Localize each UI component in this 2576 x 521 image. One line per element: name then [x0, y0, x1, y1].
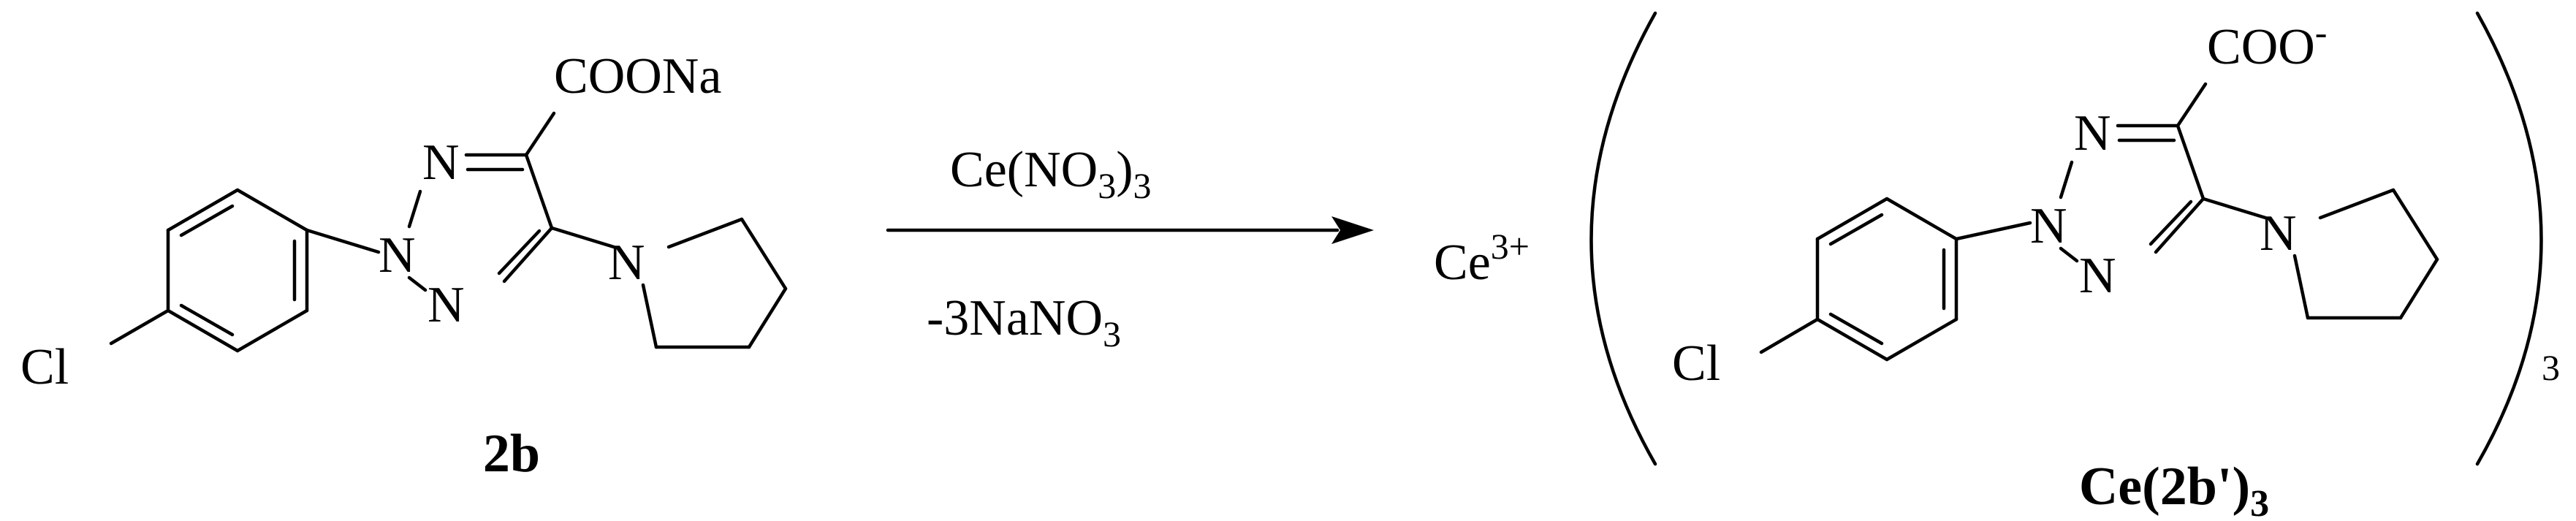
product-pyrrolidine-n: N [2260, 205, 2297, 262]
product-triazole-n1: N [2074, 105, 2111, 161]
product-carboxylate-label: COO- [2207, 12, 2327, 75]
reaction-arrowhead [1331, 216, 1374, 244]
product-bonds [1759, 82, 2439, 362]
product-chlorine: Cl [1672, 335, 1720, 392]
product-cerium-cation: Ce3+ [1434, 226, 1530, 291]
reactant-triazole-n2: N [379, 227, 416, 284]
product-triazole-n2: N [2030, 198, 2067, 254]
reactant-triazole-n3: N [428, 277, 465, 333]
right-parenthesis [2475, 11, 2543, 466]
reactant-carboxylate-label: COONa [554, 48, 721, 104]
reactant-bonds [109, 111, 788, 353]
reactant-pyrrolidine-n: N [608, 235, 645, 291]
product-ce-complex: Ce3+ [1434, 11, 2560, 521]
product-triazole-n3: N [2079, 248, 2116, 304]
reactant-2b: COONa N N N N Cl 2b [20, 48, 788, 484]
left-parenthesis [1589, 11, 1657, 466]
product-stoichiometry: 3 [2542, 347, 2560, 388]
reactant-label: 2b [483, 424, 540, 484]
reactant-chlorine: Cl [20, 339, 69, 395]
reactant-triazole-n1: N [422, 134, 460, 191]
byproduct-label: -3NaNO3 [927, 290, 1121, 354]
reagent-label: Ce(NO3)3 [950, 142, 1152, 206]
product-label: Ce(2b')3 [2079, 457, 2269, 521]
reaction-arrow-group: Ce(NO3)3 -3NaNO3 [886, 142, 1374, 354]
